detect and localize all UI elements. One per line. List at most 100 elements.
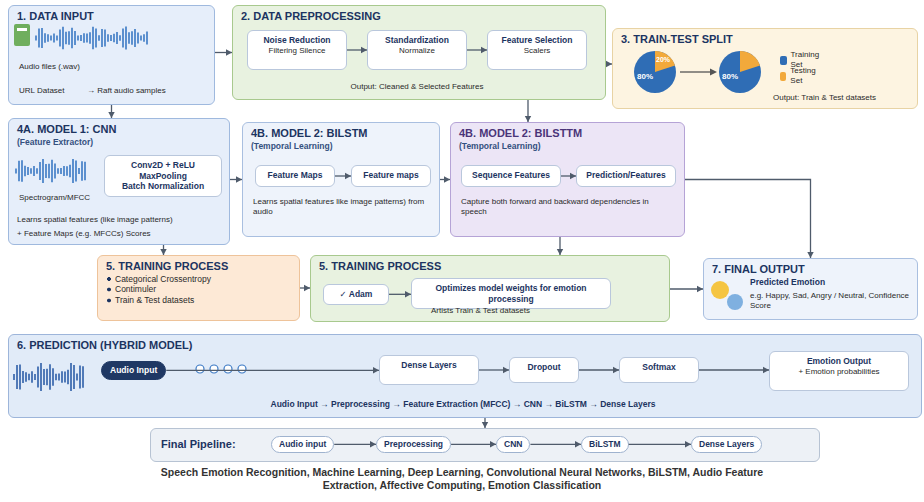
pipeline-step: Dense Layers — [691, 436, 762, 453]
section-panel: 5. TRAINING PROCESSCategorical Crossentr… — [97, 255, 300, 321]
wave-bar — [78, 168, 80, 174]
body-text: Filtering Silence — [254, 46, 340, 56]
chat-bubble — [711, 281, 729, 299]
section-heading: 4A. MODEL 1: CNN — [17, 123, 221, 137]
box-label: MaxPooling — [111, 171, 215, 182]
box-label: Noise Reduction — [254, 35, 340, 46]
body-text: Spectrogram/MFCC — [19, 193, 90, 203]
connector-line — [685, 180, 811, 259]
process-box: Sequence Features — [461, 165, 561, 187]
wave-bar — [140, 35, 142, 40]
wave-bar — [65, 32, 67, 45]
bullet-item: Categorical Crossentropy — [106, 274, 291, 285]
section-heading: Final Pipeline: — [161, 438, 236, 452]
section-heading: 6. PREDICTION (HYBRID MODEL) — [17, 339, 913, 353]
wave-bar — [119, 35, 121, 41]
section-heading: 4B. MODEL 2: BILSTTM — [459, 127, 676, 141]
wave-bar — [64, 371, 66, 382]
output-box: Emotion Output+ Emotion probabilities — [769, 351, 909, 391]
wave-bar — [54, 163, 56, 178]
chat-bubble — [727, 294, 743, 310]
box-label: Dropout — [516, 362, 572, 373]
percent-label: 80% — [637, 72, 653, 81]
section-panel: 5. TRAINING PROCESSArtists Train & Test … — [310, 255, 670, 322]
wave-bar — [80, 35, 82, 41]
wave-bar — [44, 33, 46, 43]
wave-bar — [86, 34, 88, 43]
body-text: Output: Train & Test datasets — [773, 93, 876, 103]
wave-bar — [33, 166, 35, 176]
wave-bar — [16, 365, 18, 389]
pipeline-step: CNN — [496, 436, 530, 453]
wave-bar — [137, 33, 139, 44]
wave-bar — [21, 160, 23, 182]
legend-swatch — [780, 72, 786, 81]
wave-bar — [89, 32, 91, 44]
process-box: Prediction/Features — [576, 165, 676, 187]
process-box: Feature SelectionScalers — [487, 30, 587, 70]
body-text: Artists Train & Test datasets — [431, 306, 530, 316]
box-label: Dense Layers — [699, 439, 754, 450]
wave-bar — [52, 368, 54, 386]
bullet-item: Train & Test datasets — [106, 295, 291, 306]
section-heading: 3. TRAIN-TEST SPLIT — [621, 33, 909, 47]
wave-bar — [69, 165, 71, 178]
process-box: Optimizes model weights for emotion proc… — [411, 278, 611, 309]
flow-arrow — [300, 285, 310, 291]
wave-bar — [25, 372, 27, 381]
box-label: Sequence Features — [468, 170, 554, 181]
connector-line — [334, 444, 376, 445]
section-subtitle: (Temporal Learning) — [251, 141, 431, 152]
wave-bar — [35, 36, 37, 41]
wave-bar — [83, 33, 85, 42]
body-text: Normalize — [374, 46, 460, 56]
wave-bar — [48, 164, 50, 178]
input-pill: Audio Input — [101, 361, 166, 380]
wave-bar — [38, 28, 40, 47]
wave-bar — [43, 369, 45, 385]
wave-bar — [63, 166, 65, 176]
layer-box: Dense Layers — [379, 355, 479, 385]
pipeline-step: Preprocessing — [376, 436, 451, 453]
box-label: Feature Maps — [262, 170, 328, 181]
box-label: BiLSTM — [589, 439, 621, 450]
section-panel: 4B. MODEL 2: BILSTM(Temporal Learning)Le… — [242, 122, 440, 237]
wave-bar — [31, 371, 33, 382]
connector-line — [699, 369, 769, 370]
box-label: Emotion Output — [776, 356, 902, 367]
wave-bar — [128, 32, 130, 44]
wave-bar — [47, 34, 49, 42]
pie-chart — [634, 51, 676, 93]
body-text: + Feature Maps (e.g. MFCCs) Scores — [17, 229, 223, 239]
file-icon-line — [17, 28, 27, 31]
wave-bar — [92, 27, 94, 49]
body-text: → Raft audio samples — [87, 86, 166, 96]
wave-bar — [34, 374, 36, 380]
layer-box: Conv2D + ReLUMaxPoolingBatch Normalizati… — [104, 155, 222, 197]
wave-bar — [53, 33, 55, 42]
pipeline-text: Audio Input → Preprocessing → Feature Ex… — [9, 399, 917, 410]
flow-arrow — [670, 286, 703, 292]
body-text: Audio files (.wav) — [19, 62, 80, 72]
body-text: Learns spatial features (like image patt… — [17, 215, 223, 225]
legend-swatch — [780, 56, 787, 65]
connector-line — [451, 444, 496, 445]
section-panel: 4A. MODEL 1: CNN(Feature Extractor)Spect… — [8, 118, 230, 245]
flow-arrow — [215, 49, 232, 55]
body-text: Capture both forward and backward depend… — [461, 197, 676, 217]
connector-line — [629, 444, 691, 445]
optimizer-box: ✓ Adam — [323, 284, 389, 305]
section-panel: 1. DATA INPUTAudio files (.wav)URL Datas… — [8, 5, 215, 105]
section-panel: 2. DATA PREPROCESSINGOutput: Cleaned & S… — [232, 5, 606, 100]
bullet-item: Contimuler — [106, 284, 291, 295]
wave-bar — [125, 26, 127, 49]
pipeline-step: BiLSTM — [581, 436, 629, 453]
pipeline-step: Audio input — [271, 436, 334, 453]
section-panel: 4B. MODEL 2: BILSTTM(Temporal Learning)C… — [450, 122, 685, 237]
wave-bar — [67, 370, 69, 385]
body-text: + Emotion probabilities — [776, 367, 902, 377]
wave-bar — [62, 27, 64, 49]
wave-bar — [107, 34, 109, 42]
prediction-band: 6. PREDICTION (HYBRID MODEL) Audio Input … — [8, 334, 922, 418]
layer-box: Dropout — [509, 357, 579, 383]
